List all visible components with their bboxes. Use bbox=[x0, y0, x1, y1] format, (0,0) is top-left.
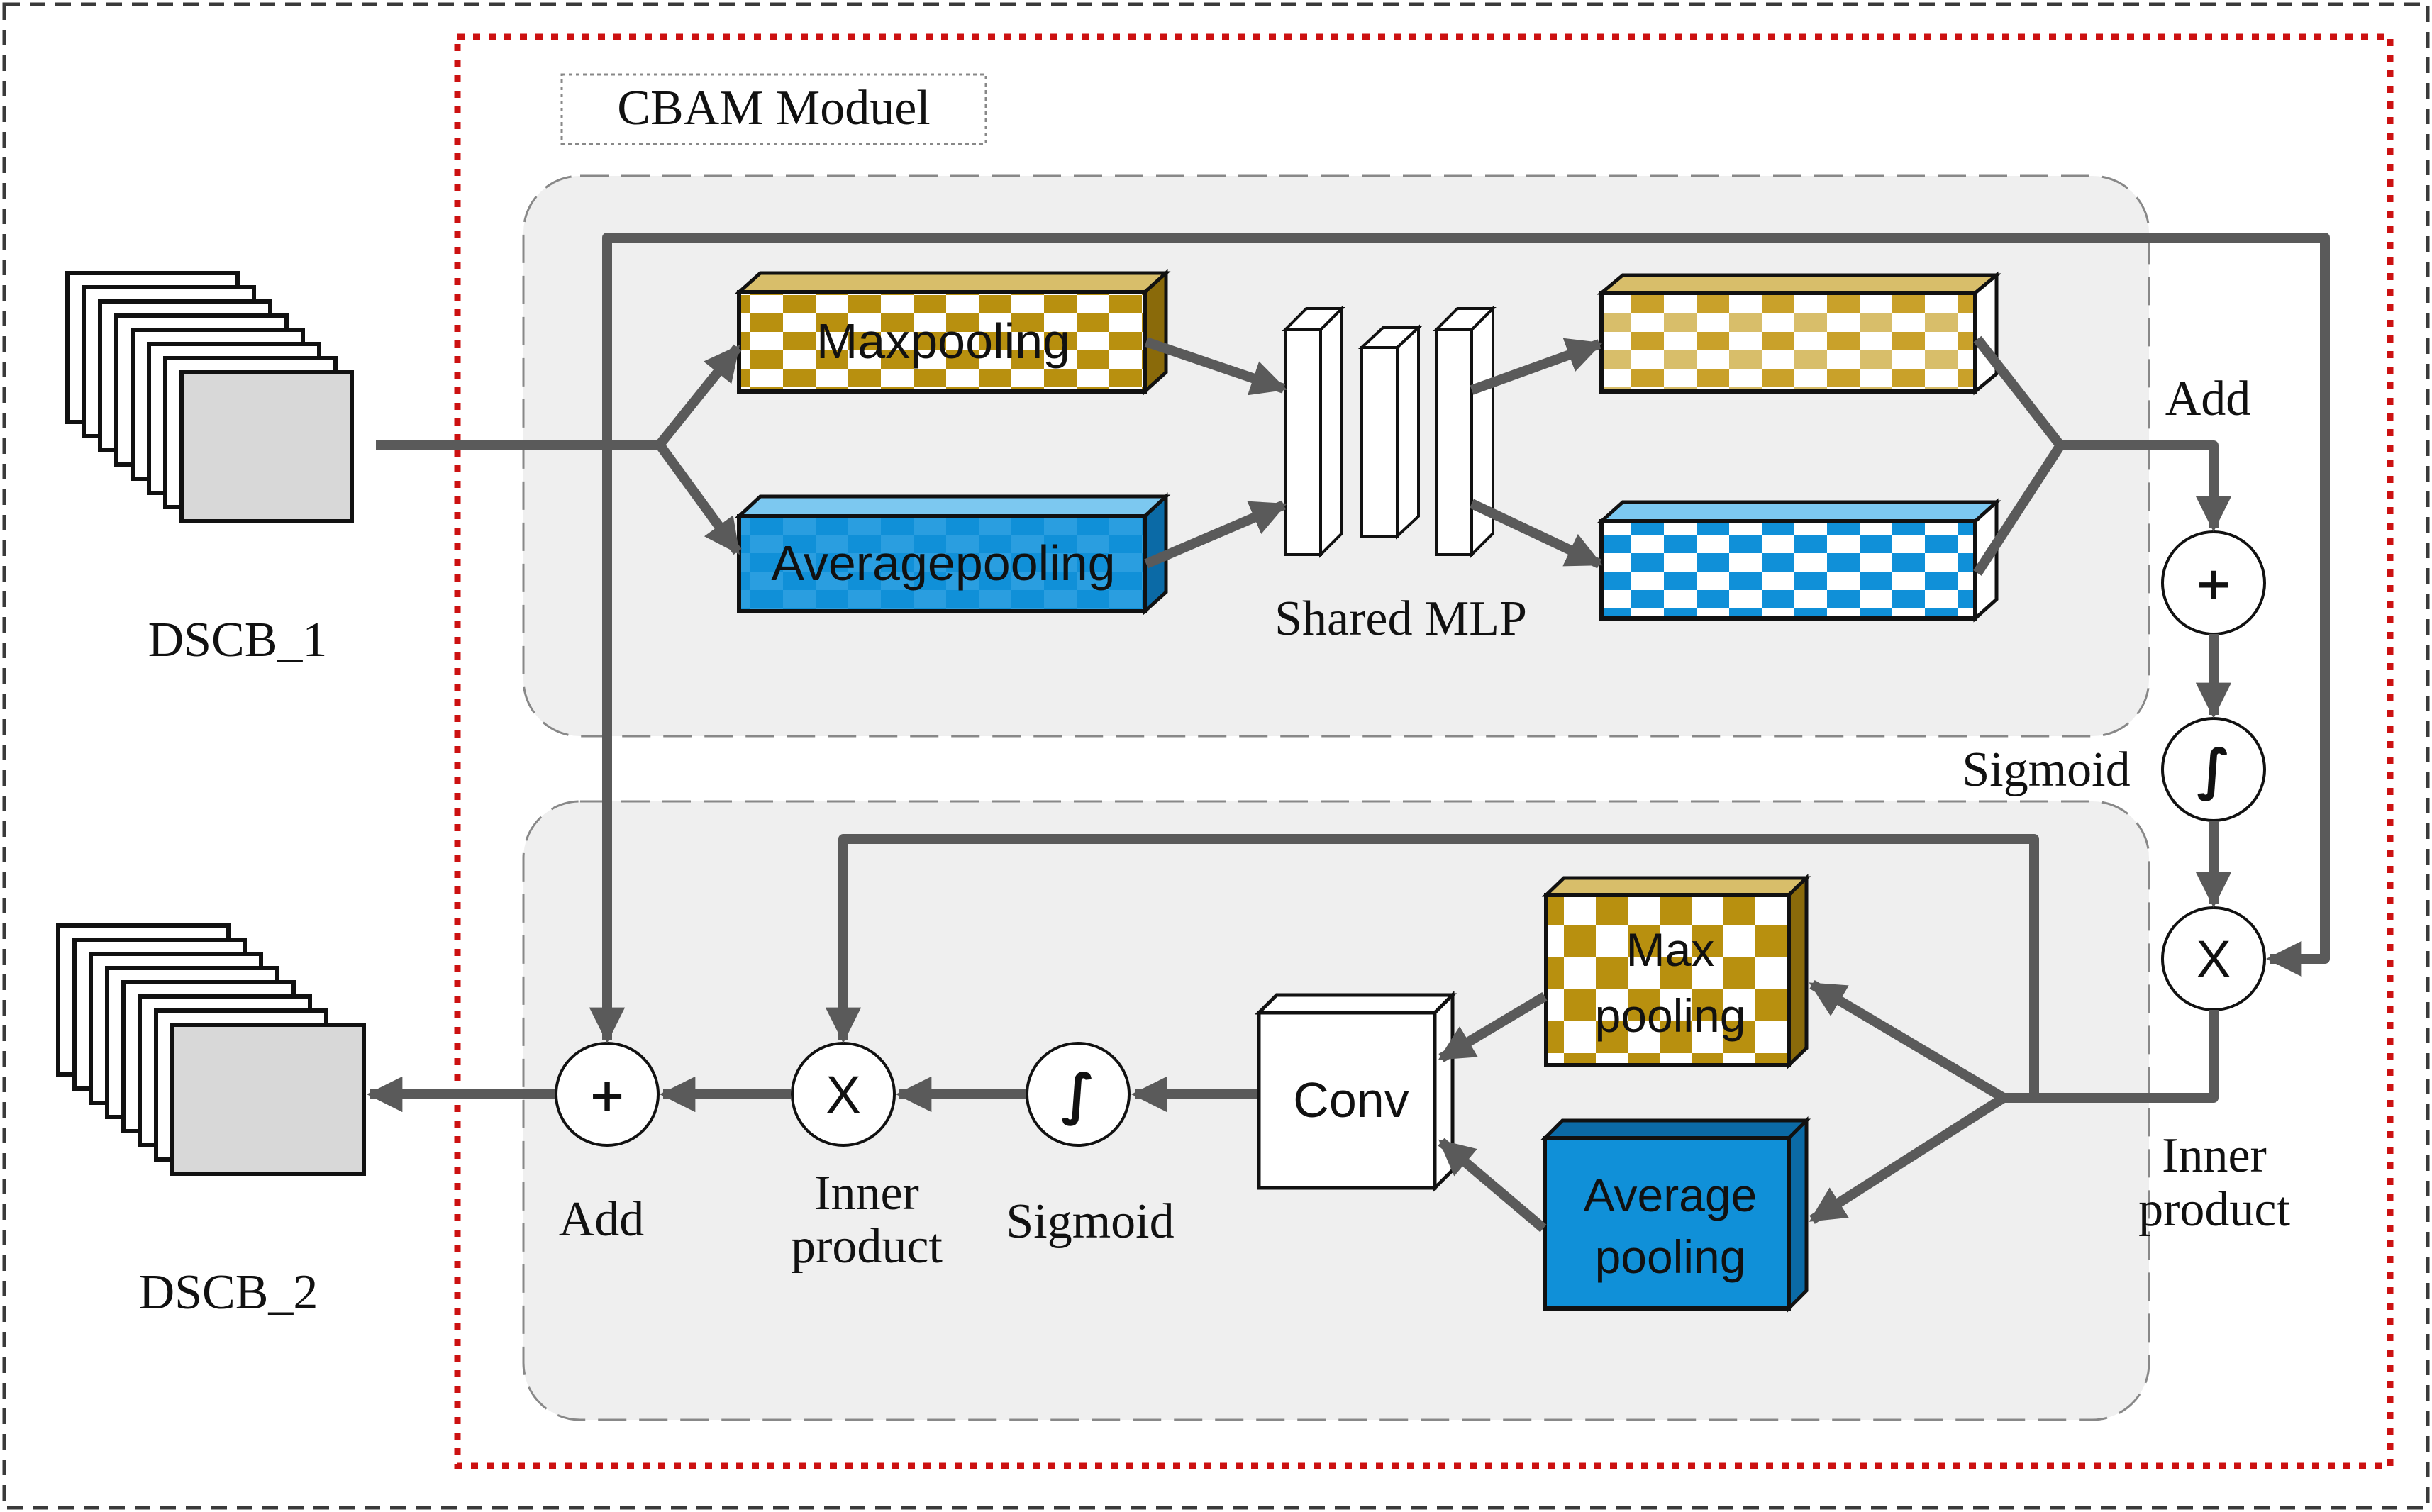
spatial-avgpool-label-line2: pooling bbox=[1595, 1230, 1746, 1283]
channel-maxpool-label: Maxpooling bbox=[816, 313, 1070, 369]
spatial-sigmoid-symbol: ∫ bbox=[1061, 1063, 1095, 1127]
output-label: DSCB_2 bbox=[139, 1265, 318, 1320]
arrow-avgout-merge bbox=[1973, 443, 2065, 576]
arrow-loop-product bbox=[825, 834, 2039, 1098]
arrow-maxpool-mlp bbox=[1144, 337, 1287, 396]
spatial-product-symbol: X bbox=[826, 1065, 860, 1124]
arrow-split-maxpool bbox=[1809, 979, 2006, 1103]
shared-mlp bbox=[1282, 305, 1497, 558]
arrow-merge-add bbox=[2060, 440, 2232, 533]
channel-product-label-line1: Inner bbox=[2162, 1128, 2267, 1183]
channel-add-label: Add bbox=[2165, 372, 2251, 426]
conv-label: Conv bbox=[1293, 1072, 1409, 1128]
spatial-maxpool-label-line2: pooling bbox=[1595, 989, 1746, 1042]
spatial-product-label-line2: product bbox=[791, 1219, 943, 1274]
arrow-mlp-avgout bbox=[1470, 499, 1603, 569]
spatial-sigmoid-node bbox=[1026, 1042, 1131, 1147]
channel-sigmoid-symbol: ∫ bbox=[2197, 738, 2231, 802]
shared-mlp-label: Shared MLP bbox=[1275, 591, 1527, 646]
spatial-sigmoid-label: Sigmoid bbox=[1006, 1194, 1174, 1249]
spatial-add-label: Add bbox=[559, 1192, 645, 1247]
arrow-to-avgpool bbox=[655, 441, 742, 555]
cbam-module-frame bbox=[454, 33, 2394, 1469]
spatial-product-label-line1: Inner bbox=[814, 1166, 919, 1221]
arrow-product-out bbox=[2004, 1010, 2219, 1103]
channel-maxpool-bar bbox=[734, 269, 1171, 396]
channel-max-output-bar bbox=[1597, 271, 2001, 396]
arrow-avgpool-mlp bbox=[1144, 500, 1287, 569]
arrow-to-maxpool bbox=[655, 344, 742, 448]
arrow-skip-top bbox=[602, 233, 2330, 977]
arrow-split-avgpool bbox=[1809, 1094, 2006, 1224]
channel-avgpool-label: Averagepooling bbox=[771, 535, 1115, 591]
spatial-avgpool-block bbox=[1540, 1116, 1811, 1313]
spatial-maxpool-label-line1: Max bbox=[1626, 923, 1715, 976]
arrow-avgpool-conv bbox=[1438, 1138, 1547, 1233]
module-title: CBAM Moduel bbox=[617, 81, 930, 135]
channel-product-symbol: X bbox=[2196, 930, 2231, 989]
arrow-mlp-maxout bbox=[1470, 338, 1603, 395]
dscb2-feature-stack bbox=[56, 923, 366, 1176]
spatial-add-symbol: + bbox=[588, 1069, 626, 1122]
channel-product-label-line2: product bbox=[2138, 1182, 2290, 1237]
channel-avg-output-bar bbox=[1597, 498, 2001, 623]
dscb1-feature-stack bbox=[65, 271, 354, 523]
channel-add-symbol: + bbox=[2194, 558, 2233, 611]
spatial-avgpool-label-line1: Average bbox=[1584, 1169, 1758, 1221]
arrow-maxout-merge bbox=[1973, 335, 2065, 449]
arrow-maxpool-conv bbox=[1438, 991, 1548, 1063]
channel-sigmoid-label: Sigmoid bbox=[1962, 743, 2130, 797]
connectors bbox=[366, 233, 2330, 1233]
channel-avgpool-bar bbox=[734, 492, 1171, 616]
input-label: DSCB_1 bbox=[148, 613, 328, 667]
title-box bbox=[560, 73, 987, 145]
spatial-maxpool-block bbox=[1541, 874, 1811, 1069]
